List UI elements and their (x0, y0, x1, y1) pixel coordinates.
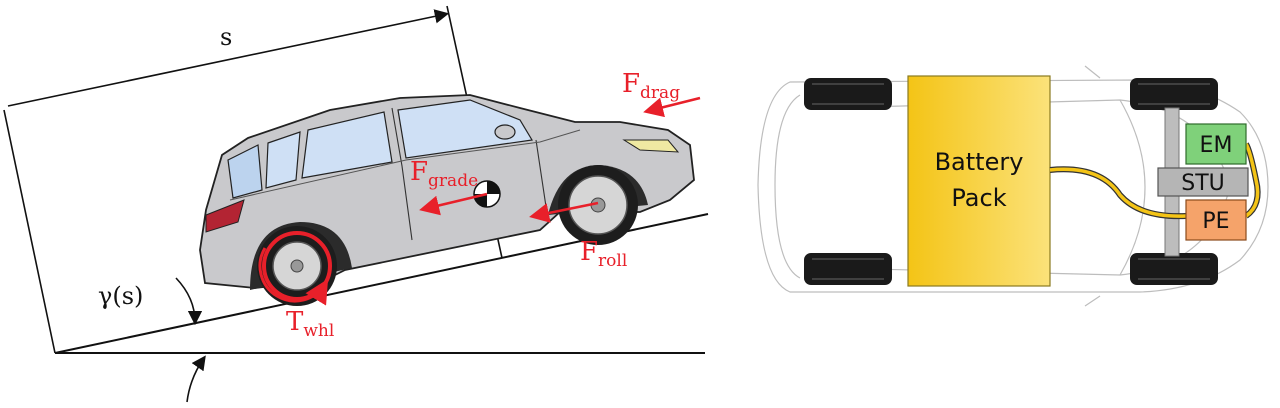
drag-force-label: Fdrag (622, 69, 680, 103)
head-light (622, 139, 680, 153)
wheels-top (804, 78, 1218, 285)
beltline (229, 129, 581, 201)
rear-right-wheel (804, 253, 892, 285)
roll-force-arrow (529, 201, 599, 223)
stu-box (1157, 167, 1249, 197)
drag-force-arrow (643, 96, 701, 118)
angle-label: γ(s) (98, 282, 143, 310)
front-left-wheel (1130, 78, 1218, 110)
battery-pack-label-line1: Battery (935, 148, 1024, 176)
wheel-torque-label: Twhl (286, 307, 334, 341)
battery-pack-label-line2: Pack (951, 184, 1006, 212)
front-wheel (558, 165, 638, 245)
em-box (1185, 123, 1247, 165)
grade-force-arrow (419, 192, 488, 216)
rear-left-wheel (804, 78, 892, 110)
pe-label: PE (1202, 209, 1229, 234)
front-door-window (397, 99, 533, 159)
angle-arc-upper (175, 277, 203, 326)
rear-window (227, 144, 263, 199)
door-seam-1 (391, 107, 413, 241)
frame-left-line (3, 109, 56, 354)
powertrain-top-view-diagram: Battery Pack EM STU PE (757, 65, 1269, 307)
grade-force-label: Fgrade (410, 157, 478, 191)
stu-label: STU (1181, 171, 1225, 196)
middle-window (265, 131, 301, 189)
battery-pack-box (907, 75, 1051, 287)
longitudinal-dynamics-diagram: s γ(s) (3, 5, 709, 403)
pe-box (1185, 199, 1247, 241)
wheel-torque-arrow (258, 247, 329, 306)
distance-arrow (7, 9, 450, 107)
front-right-wheel (1130, 253, 1218, 285)
angle-arc-lower (186, 355, 206, 403)
side-mirror (494, 124, 516, 140)
rear-door-window (301, 111, 393, 179)
em-label: EM (1200, 133, 1233, 158)
distance-label: s (220, 23, 232, 51)
car-side-view (199, 94, 695, 306)
rear-wheel (257, 226, 337, 306)
tail-light (205, 199, 245, 233)
roll-force-label: Froll (580, 237, 627, 271)
center-of-gravity-marker (473, 180, 501, 208)
